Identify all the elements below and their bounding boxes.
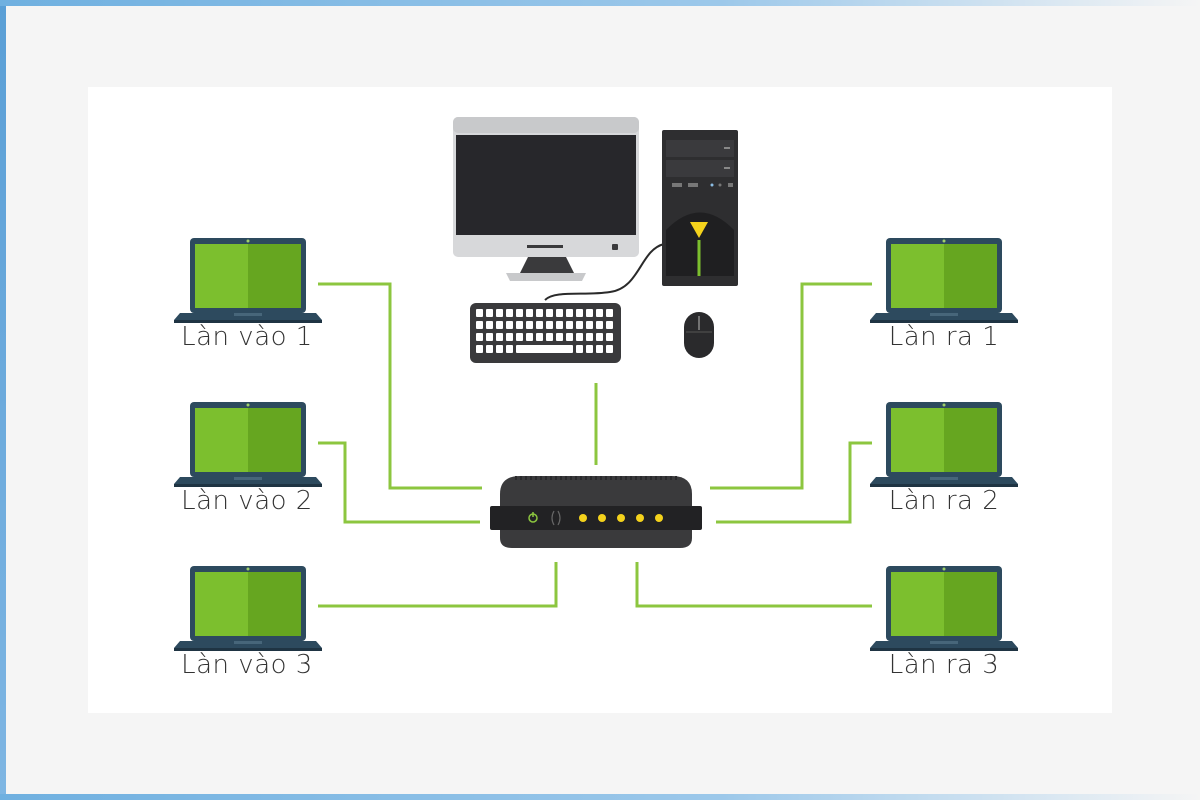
frame-top-edge — [0, 0, 1200, 6]
label-lane-out-2: Làn ra 2 — [888, 486, 1000, 516]
frame-left-edge — [0, 0, 6, 800]
link-out-2 — [716, 441, 872, 524]
laptop-icon — [870, 238, 1018, 323]
laptop-icon — [174, 238, 322, 323]
network-switch-icon — [490, 476, 702, 548]
label-lane-out-1: Làn ra 1 — [888, 322, 1000, 352]
label-lane-in-1: Làn vào 1 — [181, 322, 313, 352]
link-in-3 — [318, 562, 558, 608]
laptop-icon — [870, 402, 1018, 487]
link-out-3 — [635, 562, 872, 608]
laptop-icon — [174, 566, 322, 651]
link-out-1 — [710, 282, 872, 490]
keyboard-cable — [544, 243, 665, 301]
laptop-icon — [870, 566, 1018, 651]
keyboard-icon — [470, 303, 621, 363]
power-icon — [528, 512, 538, 523]
status-led — [579, 514, 587, 522]
connection-lines — [318, 282, 872, 608]
label-lane-out-3: Làn ra 3 — [888, 650, 1000, 680]
pc-tower-icon — [662, 130, 738, 286]
status-led — [617, 514, 625, 522]
laptop-icon — [174, 402, 322, 487]
link-in-2 — [318, 441, 480, 524]
monitor-icon — [453, 117, 639, 281]
status-led — [636, 514, 644, 522]
mouse-icon — [684, 312, 714, 358]
status-led — [655, 514, 663, 522]
frame-bottom-edge — [0, 794, 1200, 800]
status-led — [598, 514, 606, 522]
label-lane-in-2: Làn vào 2 — [181, 486, 313, 516]
link-in-1 — [318, 282, 482, 490]
label-lane-in-3: Làn vào 3 — [181, 650, 313, 680]
